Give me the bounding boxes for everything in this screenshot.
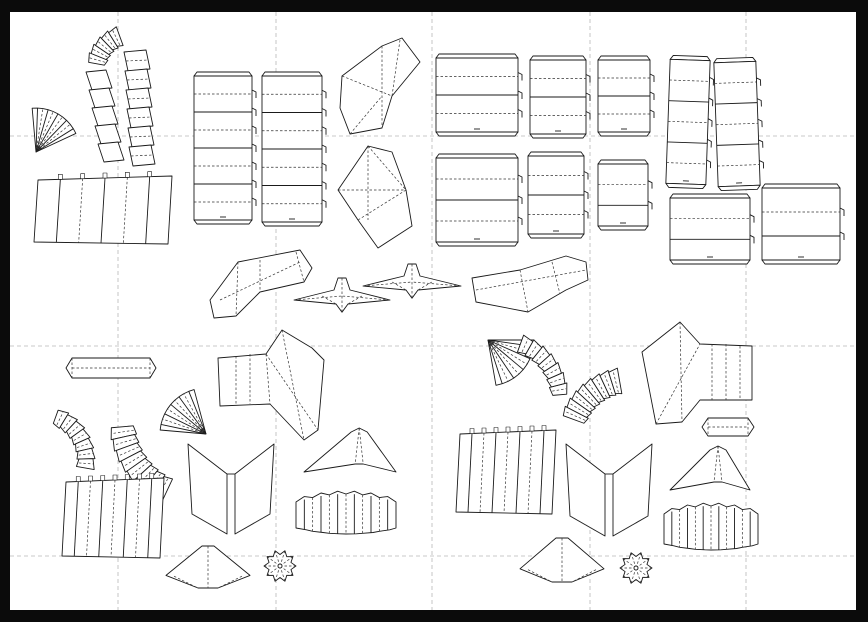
flat-box-right-b <box>761 183 845 265</box>
roof-left <box>165 545 251 589</box>
box-net-row2 <box>435 153 523 247</box>
curved-caterpillar-right-b <box>562 367 623 424</box>
box-tube-a <box>193 71 257 225</box>
box-net-row2-b <box>527 151 589 239</box>
box-net-row1-b <box>529 55 591 139</box>
capsule-right <box>701 417 755 437</box>
v-fold-left <box>187 443 275 535</box>
parts-layer <box>31 26 845 589</box>
v-fold-right <box>565 443 653 537</box>
box-tube-b <box>261 71 327 227</box>
tall-tube-right <box>665 54 714 190</box>
elbow-segment-a <box>88 26 124 66</box>
wedge-net-top <box>339 37 421 135</box>
wedge-net-mid <box>337 145 413 249</box>
bellows-duct-right <box>641 321 753 425</box>
box-net-row1 <box>435 53 523 137</box>
pleated-strip-bottom-left <box>61 473 165 559</box>
pipe-elbow-center <box>209 249 313 319</box>
roof-right <box>519 537 605 583</box>
tent-right <box>669 445 751 491</box>
ruffle-right <box>663 502 759 551</box>
fan-piece-bottom-left <box>159 389 207 435</box>
box-net-row1-c <box>597 55 655 137</box>
elbow-segment-a-links <box>85 69 125 163</box>
curved-caterpillar-left <box>52 409 96 471</box>
bellows-duct-left <box>217 329 325 441</box>
pleated-strip-bottom-right <box>455 425 557 515</box>
bird-net-b <box>362 263 462 299</box>
tall-tube-right-b <box>713 56 765 192</box>
rosette-right <box>619 552 653 584</box>
flat-box-right <box>669 193 755 265</box>
curved-caterpillar-right <box>516 334 568 396</box>
capsule-left <box>65 357 157 379</box>
rosette-left <box>263 550 297 582</box>
bird-net-a <box>293 277 391 313</box>
ruffle-left <box>295 490 397 535</box>
elbow-segment-b <box>123 49 156 167</box>
pipe-elbow-right <box>471 255 589 313</box>
box-net-row2-c <box>597 159 653 231</box>
pleated-strip-top-left <box>33 171 173 245</box>
tent-left <box>303 427 397 473</box>
fan-piece-top-left <box>31 107 77 153</box>
